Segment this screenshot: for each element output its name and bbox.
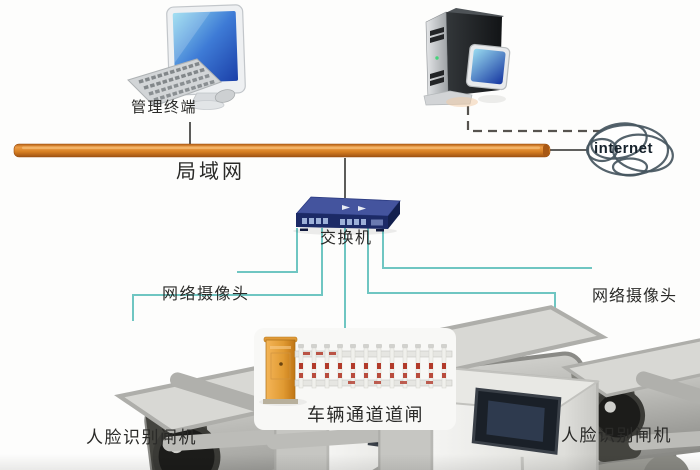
bottom-shadow bbox=[0, 454, 700, 470]
network-switch-illustration bbox=[293, 196, 401, 235]
management-terminal-illustration bbox=[127, 4, 246, 110]
label-gate-right: 人脸识别闸机 bbox=[561, 426, 672, 445]
lan-bus-bar bbox=[13, 143, 551, 158]
line-switch-to-left-camera bbox=[237, 228, 298, 273]
label-camera-left: 网络摄像头 bbox=[162, 286, 250, 303]
vehicle-barrier-illustration bbox=[254, 328, 456, 430]
label-management-terminal: 管理终端 bbox=[131, 100, 198, 116]
mouse bbox=[214, 89, 236, 103]
internet-cloud bbox=[585, 122, 674, 177]
line-switch-to-left-gates bbox=[132, 228, 323, 321]
switch-ports bbox=[302, 218, 383, 226]
line-switch-to-right-camera bbox=[382, 228, 592, 269]
watermark-smudge bbox=[446, 97, 478, 107]
server-display bbox=[465, 43, 511, 91]
connection-lines bbox=[132, 106, 604, 334]
line-server-to-internet-dashed bbox=[466, 106, 604, 133]
label-vehicle-barrier: 车辆通道道闸 bbox=[307, 405, 424, 425]
label-camera-right: 网络摄像头 bbox=[592, 288, 678, 305]
keyboard bbox=[127, 58, 222, 107]
label-lan: 局域网 bbox=[176, 161, 245, 183]
server-illustration bbox=[423, 8, 511, 107]
label-internet: internet bbox=[594, 140, 654, 157]
line-switch-to-right-gates bbox=[367, 228, 556, 318]
label-gate-left: 人脸识别闸机 bbox=[86, 428, 197, 447]
barrier-arm-fence bbox=[294, 344, 453, 389]
label-switch: 交换机 bbox=[320, 230, 373, 247]
